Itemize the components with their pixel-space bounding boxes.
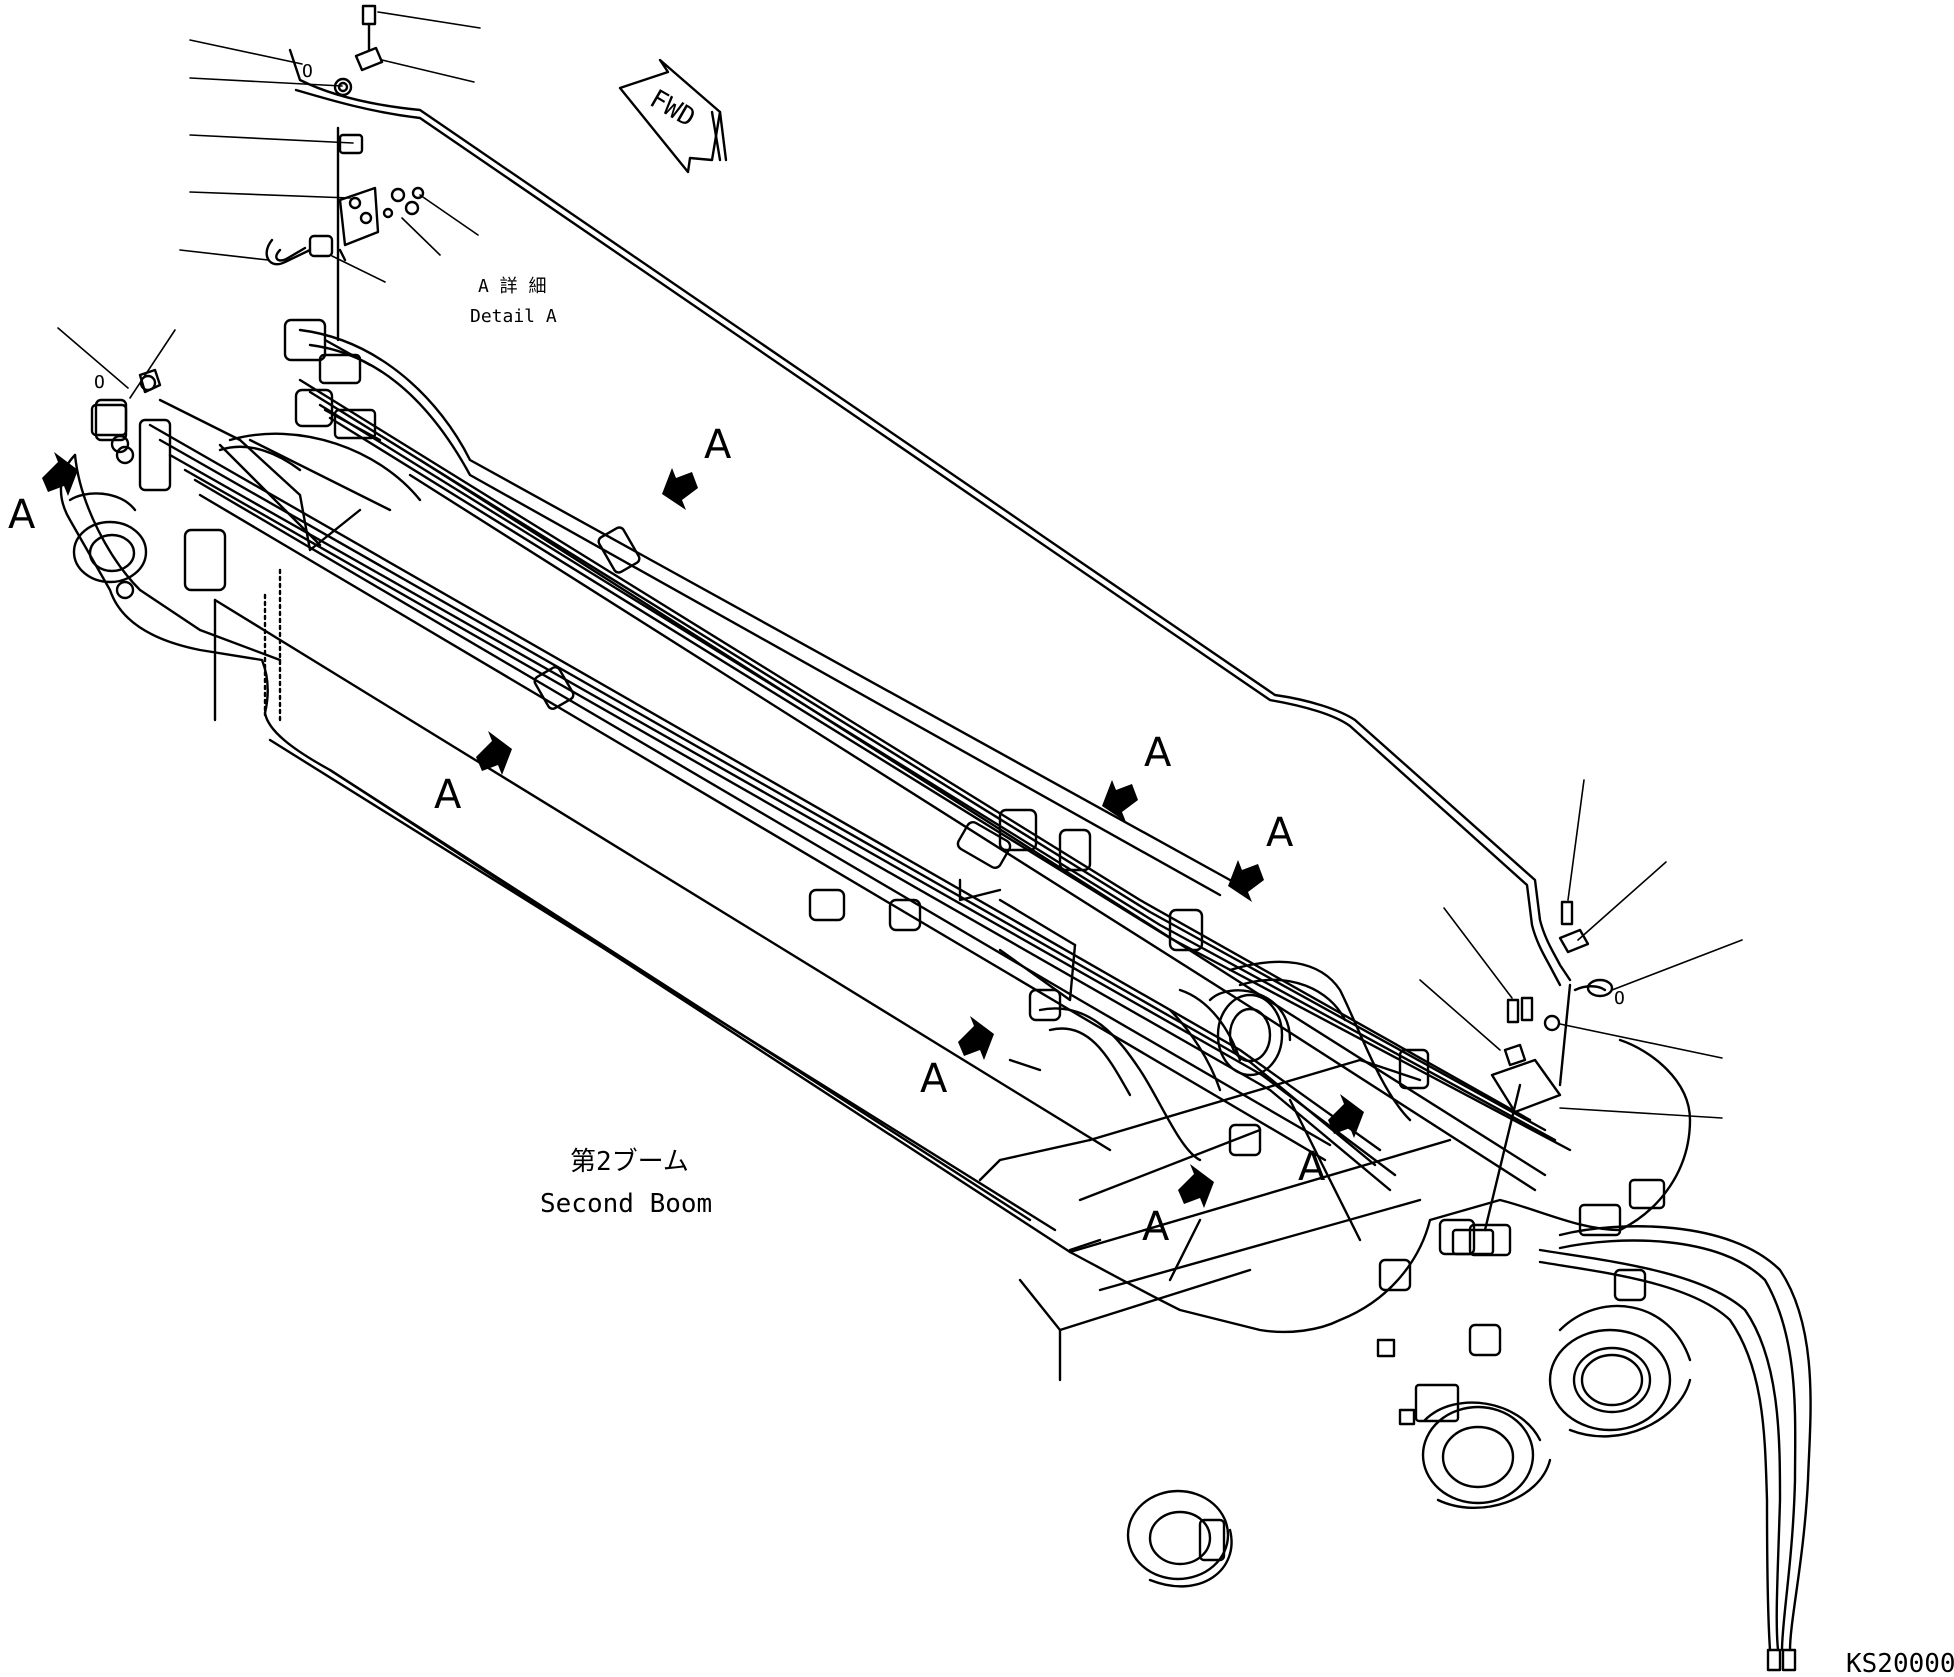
leader-lines: [57, 11, 1743, 1119]
section-label-2: A: [704, 422, 732, 468]
section-label-5: A: [1266, 810, 1294, 856]
section-arrow-7: [1328, 1094, 1364, 1138]
clamps: [533, 526, 1666, 1357]
section-label-8: A: [1142, 1204, 1170, 1250]
section-arrow-5: [1228, 860, 1264, 902]
section-arrow-4: [1102, 780, 1138, 822]
detail-label-jp: A 詳 細: [478, 276, 547, 297]
section-label-7: A: [1298, 1144, 1326, 1190]
section-arrow-3: [476, 731, 512, 775]
drawing-number: KS200005: [1846, 1649, 1954, 1677]
foot-pin-boss: [1126, 1304, 1692, 1588]
fwd-arrow: [618, 58, 728, 174]
section-arrow-6: [958, 1016, 994, 1060]
part-name-jp: 第2ブーム: [570, 1147, 689, 1177]
hydraulic-lines: [148, 328, 1812, 1672]
o-mark-3: O: [1614, 988, 1625, 1009]
grease-tube: [288, 48, 1614, 998]
labels: A A A A A A A A O O O FWD A 詳 細 Detail A…: [8, 61, 1954, 1677]
head-fittings: [90, 318, 382, 465]
boom-body: [59, 453, 1692, 1382]
section-arrow-1: [42, 452, 78, 496]
o-mark-1: O: [302, 61, 313, 82]
o-mark-2: O: [94, 372, 105, 393]
section-arrow-2: [662, 468, 698, 510]
detail-a-parts: [138, 4, 1590, 1256]
section-label-6: A: [920, 1056, 948, 1102]
detail-label-en: Detail A: [470, 306, 557, 327]
section-label-1: A: [8, 492, 36, 538]
section-arrows: [42, 452, 1364, 1208]
part-name-en: Second Boom: [540, 1189, 712, 1219]
section-arrow-8: [1178, 1164, 1214, 1208]
section-label-3: A: [434, 772, 462, 818]
section-label-4: A: [1144, 730, 1172, 776]
